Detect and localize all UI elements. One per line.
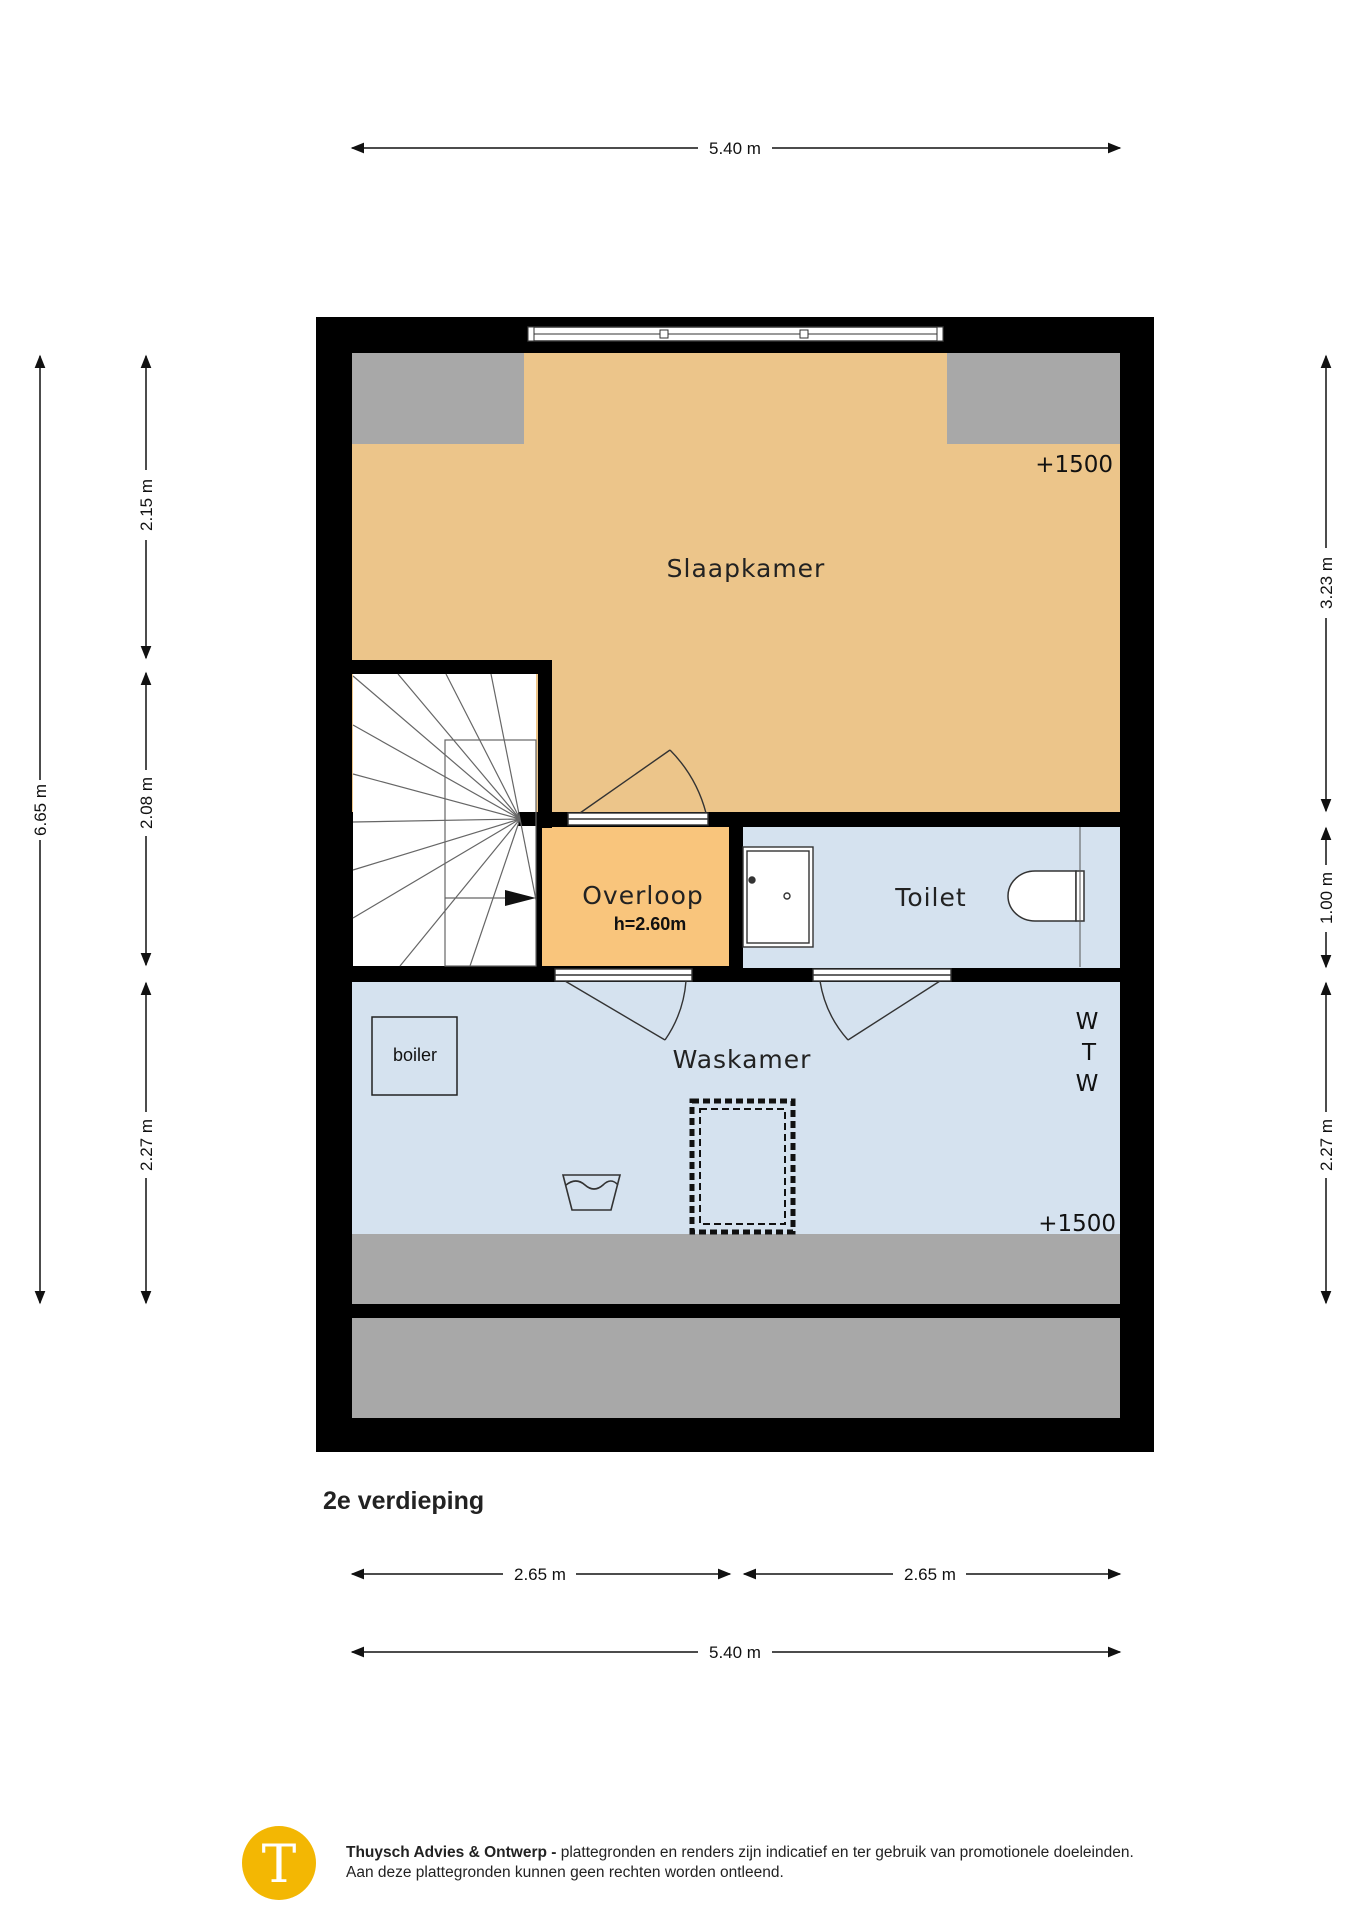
slaapkamer-low-right	[947, 353, 1120, 444]
sink-icon	[742, 846, 814, 948]
attic-hatch	[689, 1098, 796, 1235]
dim-left-total: 6.65 m	[31, 784, 50, 836]
room-label-overloop: Overloop	[582, 881, 704, 910]
washing-symbol-icon	[561, 1174, 622, 1211]
door-toilet	[812, 968, 952, 1041]
toilet-bowl-icon	[1007, 870, 1085, 922]
wall-stair-right	[538, 660, 552, 828]
label-wtw-1: W	[1076, 1009, 1099, 1035]
level-label-waskamer: +1500	[1038, 1211, 1116, 1237]
room-label-toilet: Toilet	[894, 883, 966, 912]
company-logo-letter: T	[262, 1835, 297, 1895]
floor-title: 2e verdieping	[323, 1487, 484, 1515]
label-wtw-2: T	[1081, 1040, 1097, 1066]
footer-line-2: Aan deze plattegronden kunnen geen recht…	[346, 1864, 784, 1881]
room-label-overloop-height: h=2.60m	[614, 914, 687, 934]
wall-toilet-left	[730, 826, 743, 981]
room-label-waskamer: Waskamer	[673, 1045, 812, 1074]
label-wtw-3: W	[1076, 1071, 1099, 1097]
overloop-floor	[541, 827, 729, 966]
footer-line-1-text: plattegronden en renders zijn indicatief…	[556, 1844, 1134, 1861]
dim-bottom-left: 2.65 m	[514, 1565, 566, 1584]
dim-left-seg-3: 2.27 m	[137, 1119, 156, 1171]
footer-company: Thuysch Advies & Ontwerp -	[346, 1844, 557, 1861]
staircase	[352, 673, 537, 967]
dim-top-total: 5.40 m	[709, 139, 761, 158]
dim-right-seg-3: 2.27 m	[1317, 1119, 1336, 1171]
level-label-slaapkamer: +1500	[1035, 452, 1113, 478]
dim-right-seg-1: 3.23 m	[1317, 557, 1336, 609]
attic-low	[352, 1318, 1120, 1418]
wall-overloop-left	[536, 826, 542, 974]
dim-bottom-total: 5.40 m	[709, 1643, 761, 1662]
footer-disclaimer: Thuysch Advies & Ontwerp - plattegronden…	[346, 1843, 1326, 1883]
label-boiler: boiler	[393, 1045, 437, 1065]
wall-attic-divider	[352, 1304, 1120, 1318]
door-waskamer-left	[554, 968, 693, 1041]
company-logo	[242, 1826, 316, 1900]
dim-bottom-right: 2.65 m	[904, 1565, 956, 1584]
dim-left-seg-1: 2.15 m	[137, 479, 156, 531]
waskamer-low	[352, 1234, 1120, 1304]
stair-arrow-icon	[505, 890, 536, 906]
dim-right-seg-2: 1.00 m	[1317, 872, 1336, 924]
room-label-slaapkamer: Slaapkamer	[667, 554, 826, 583]
dim-left-seg-2: 2.08 m	[137, 777, 156, 829]
wall-stair-top	[352, 660, 552, 674]
slaapkamer-low-left	[352, 353, 524, 444]
footer-line-1: Thuysch Advies & Ontwerp - plattegronden…	[346, 1843, 1326, 1863]
boiler-box	[371, 1016, 458, 1096]
door-slaapkamer	[567, 749, 709, 826]
wall-waskamer-top	[352, 968, 1120, 982]
